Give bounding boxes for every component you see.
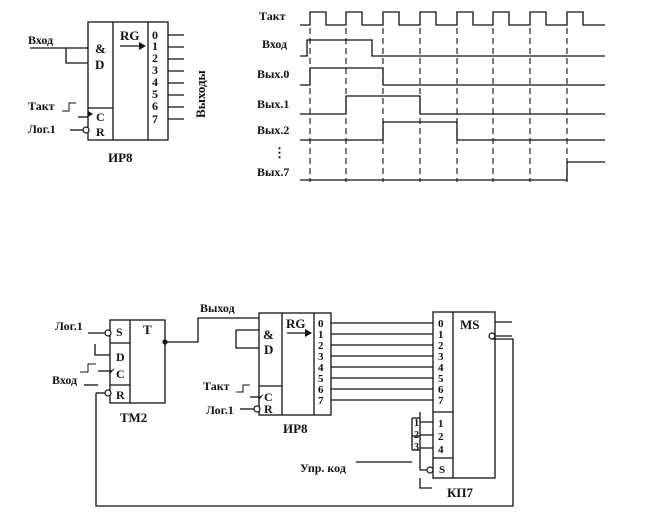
tm2-clock-step (80, 363, 96, 373)
ir8-clock-label: Такт (28, 99, 55, 113)
mux-kp7: MS 0 1 2 3 4 5 6 7 1 2 4 S КП7 (300, 311, 512, 500)
ir8-body (87, 21, 169, 141)
tm2-t-label: T (143, 322, 152, 337)
kp7-name: КП7 (447, 485, 474, 500)
feedback-wire (95, 338, 514, 507)
tm2-d-label: D (116, 350, 125, 364)
kp7-control-label: Упр. код (300, 461, 346, 475)
kp7-s-label: S (439, 464, 445, 476)
ir8b-out-0: 0 (318, 318, 324, 330)
tm2-d-wire (94, 344, 110, 356)
kp7-addr-out-1: 1 (414, 418, 419, 429)
kp7-in-1: 1 (438, 329, 444, 341)
timing-label-out0: Вых.0 (257, 67, 289, 81)
timing-label-input: Вход (262, 37, 287, 51)
register-ir8-top: & D RG C R 0 1 2 3 4 5 6 7 Выходы Вход Т… (28, 21, 208, 165)
ir8b-output-numbers: 0 1 2 3 4 5 6 7 (318, 318, 324, 407)
ir8b-body (258, 312, 332, 416)
kp7-in-3: 3 (438, 351, 444, 363)
ir8b-out-4: 4 (318, 362, 324, 374)
kp7-in-6: 6 (438, 384, 444, 396)
kp7-addr-out-3: 3 (414, 442, 419, 453)
ir8-and-label: & (95, 41, 106, 56)
ir8b-clock-label: Такт (203, 379, 230, 393)
kp7-addr-4: 4 (438, 444, 444, 456)
ir8b-name: ИР8 (283, 421, 308, 436)
timing-label-out7: Вых.7 (257, 165, 289, 179)
kp7-address-numbers: 1 2 4 (438, 418, 444, 456)
ir8-input-label: Вход (28, 33, 53, 47)
tm2-logic1-label: Лог.1 (55, 319, 83, 333)
ir8b-c-label: C (264, 390, 273, 404)
ir8-out-7: 7 (152, 112, 158, 126)
kp7-body (432, 311, 496, 479)
ir8-out-1: 1 (152, 39, 158, 53)
timing-diagram: Такт Вход Вых.0 Вых.1 Вых.2 ⋮ Вых.7 (257, 9, 605, 182)
kp7-ms-label: MS (460, 317, 480, 332)
ir8b-out-5: 5 (318, 373, 324, 385)
ir8b-out-2: 2 (318, 340, 324, 352)
ir8b-rg-label: RG (286, 316, 306, 331)
ir8b-out-1: 1 (318, 329, 324, 341)
tm2-flipflop: S T D C R ТМ2 Лог.1 Вход (52, 319, 166, 425)
wave-input (300, 39, 605, 57)
circuit: S T D C R ТМ2 Лог.1 Вход Выход (52, 301, 514, 507)
kp7-in-4: 4 (438, 362, 444, 374)
ir8-logic1-label: Лог.1 (28, 122, 56, 136)
tm2-r-label: R (116, 388, 125, 402)
kp7-addr-out-2: 2 (414, 430, 419, 441)
kp7-addr-2: 2 (438, 431, 444, 443)
ir8b-logic1-label: Лог.1 (206, 403, 234, 417)
ir8b-and-label: & (263, 327, 274, 342)
ir8b-out-7: 7 (318, 395, 324, 407)
wave-out1 (300, 95, 605, 115)
circuit-output-label: Выход (200, 301, 235, 315)
kp7-in-7: 7 (438, 395, 444, 407)
timing-label-out2: Вых.2 (257, 123, 289, 137)
ir8-out-6: 6 (152, 99, 158, 113)
kp7-in-5: 5 (438, 373, 444, 385)
data-bus (331, 322, 433, 401)
ir8b-r-label: R (264, 402, 273, 416)
ir8-name: ИР8 (108, 150, 133, 165)
tm2-input-label: Вход (52, 373, 77, 387)
tm2-name: ТМ2 (120, 410, 147, 425)
timing-label-clock: Такт (259, 9, 286, 23)
timing-label-out1: Вых.1 (257, 97, 289, 111)
timing-ellipsis: ⋮ (273, 145, 286, 160)
ir8-r-label: R (96, 125, 105, 139)
kp7-input-numbers: 0 1 2 3 4 5 6 7 (438, 318, 444, 407)
ir8-out-0: 0 (152, 28, 158, 42)
ir8-out-3: 3 (152, 63, 158, 77)
ir8-d-label: D (95, 57, 104, 72)
wave-clock (300, 11, 605, 26)
ir8-output-numbers: 0 1 2 3 4 5 6 7 (152, 28, 158, 126)
register-ir8-bottom: & D RG C R 0 1 2 3 4 5 6 7 ИР8 Такт Лог.… (203, 312, 332, 436)
tm2-body (109, 319, 166, 404)
kp7-in-2: 2 (438, 340, 444, 352)
wire-tm2-to-ir8 (165, 317, 259, 343)
kp7-in-0: 0 (438, 318, 444, 330)
tm2-c-label: C (116, 367, 125, 381)
ir8-c-label: C (96, 110, 105, 124)
ir8-out-2: 2 (152, 51, 158, 65)
kp7-addr-1: 1 (438, 418, 444, 430)
ir8b-out-6: 6 (318, 384, 324, 396)
ir8-rg-label: RG (120, 28, 140, 43)
ir8-out-4: 4 (152, 75, 158, 89)
ir8b-d-label: D (264, 342, 273, 357)
tm2-s-label: S (116, 325, 123, 339)
ir8-output-lines (168, 34, 184, 120)
ir8-clock-step (62, 102, 76, 112)
ir8-input-wire (30, 47, 88, 64)
ir8-outputs-label: Выходы (193, 70, 208, 118)
ir8-out-5: 5 (152, 87, 158, 101)
timing-markers (309, 28, 568, 182)
ir8b-out-3: 3 (318, 351, 324, 363)
